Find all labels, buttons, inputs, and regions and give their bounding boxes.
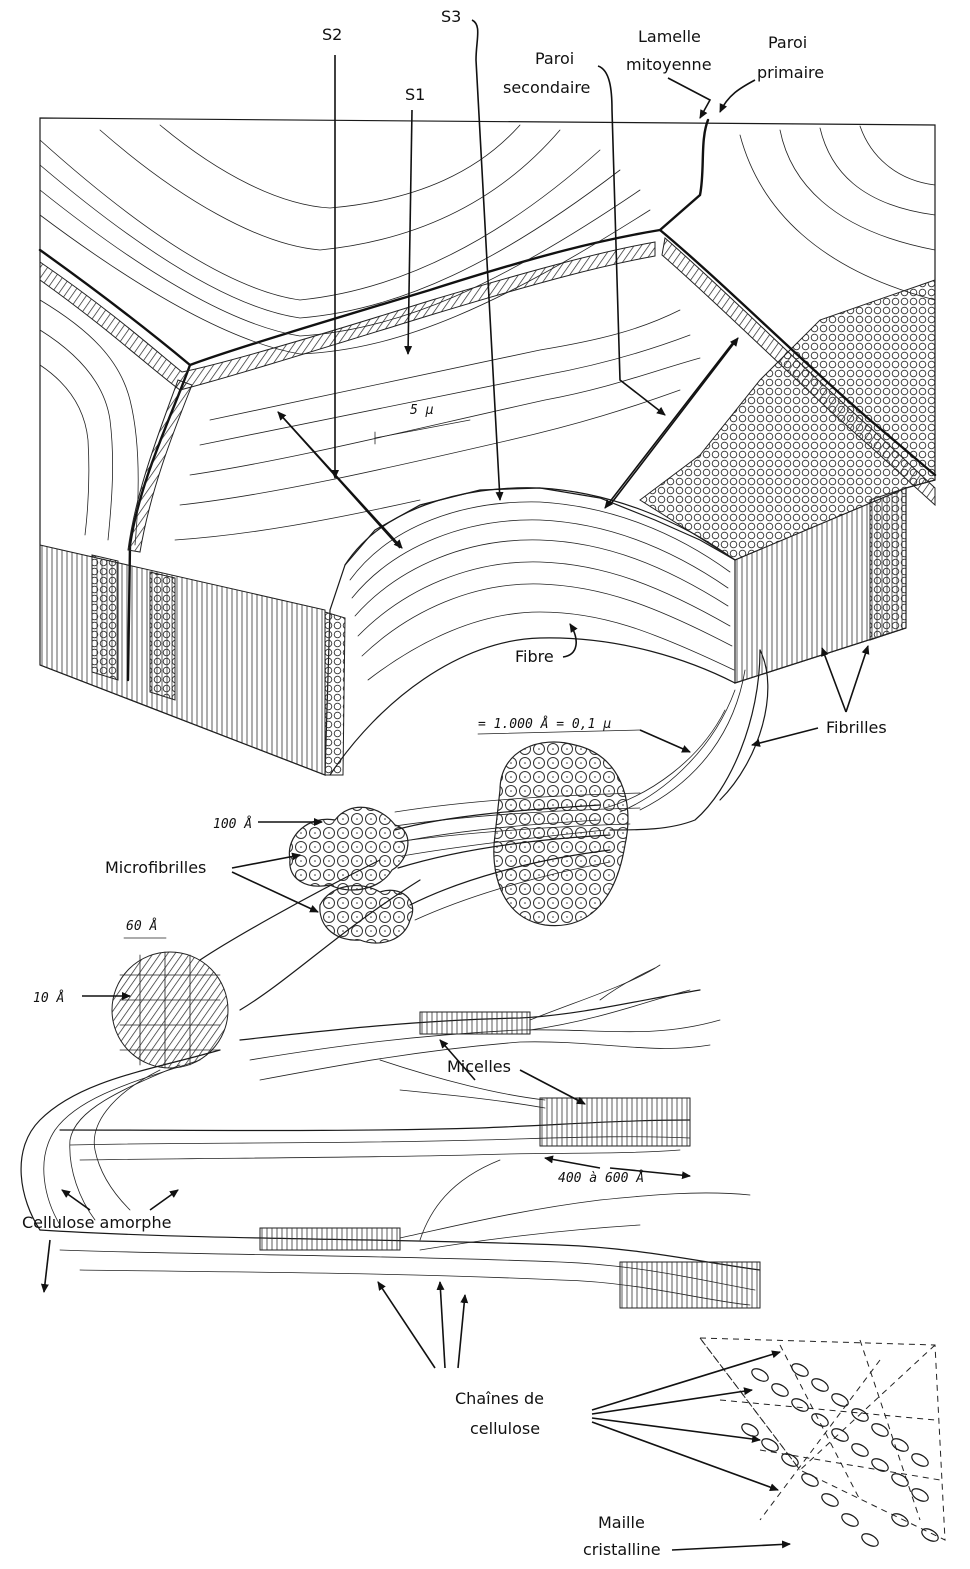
label-s3: S3 (441, 7, 461, 26)
label-cellulose-amorphe: Cellulose amorphe (22, 1213, 171, 1232)
label-maille-1: Maille (598, 1513, 645, 1532)
label-fibre: Fibre (515, 647, 554, 666)
label-paroi-secondaire-1: Paroi (535, 49, 574, 68)
label-maille-2: cristalline (583, 1540, 661, 1559)
label-paroi-secondaire-2: secondaire (503, 78, 590, 97)
fibre-callout: Fibre (515, 624, 576, 666)
fibril: = 1.000 Å = 0,1 μ Fibrilles (395, 646, 887, 926)
label-scale-5u: 5 μ (410, 403, 434, 418)
label-microfibril-width: 100 Å (213, 816, 252, 832)
label-microfibrilles: Microfibrilles (105, 858, 206, 877)
label-lamelle-2: mitoyenne (626, 55, 712, 74)
label-chain-width-60: 60 Å (126, 918, 157, 934)
label-chaines-2: cellulose (470, 1419, 540, 1438)
crystal-lattice: Chaînes de cellulose Maille cristalline (378, 1282, 945, 1559)
cell-wall-block (40, 118, 935, 775)
micelle-top (420, 1012, 530, 1034)
label-fibrilles: Fibrilles (826, 718, 887, 737)
label-chain-width-10: 10 Å (33, 990, 64, 1006)
micelle-lower (260, 1228, 400, 1250)
label-paroi-primaire-2: primaire (757, 63, 824, 82)
top-labels: S2 S3 S1 Paroi secondaire Lamelle mitoye… (322, 7, 824, 418)
chain-cross-section (112, 952, 228, 1068)
label-chaines-1: Chaînes de (455, 1389, 544, 1408)
label-micelle-length: 400 à 600 Å (558, 1170, 644, 1186)
label-paroi-primaire-1: Paroi (768, 33, 807, 52)
label-lamelle-1: Lamelle (638, 27, 701, 46)
cellulose-chain-ellipses (740, 1361, 941, 1549)
label-s2: S2 (322, 25, 342, 44)
micelle-middle (540, 1098, 690, 1146)
label-s1: S1 (405, 85, 425, 104)
micelle-end (620, 1262, 760, 1308)
label-fibril-width: = 1.000 Å = 0,1 μ (478, 716, 611, 732)
